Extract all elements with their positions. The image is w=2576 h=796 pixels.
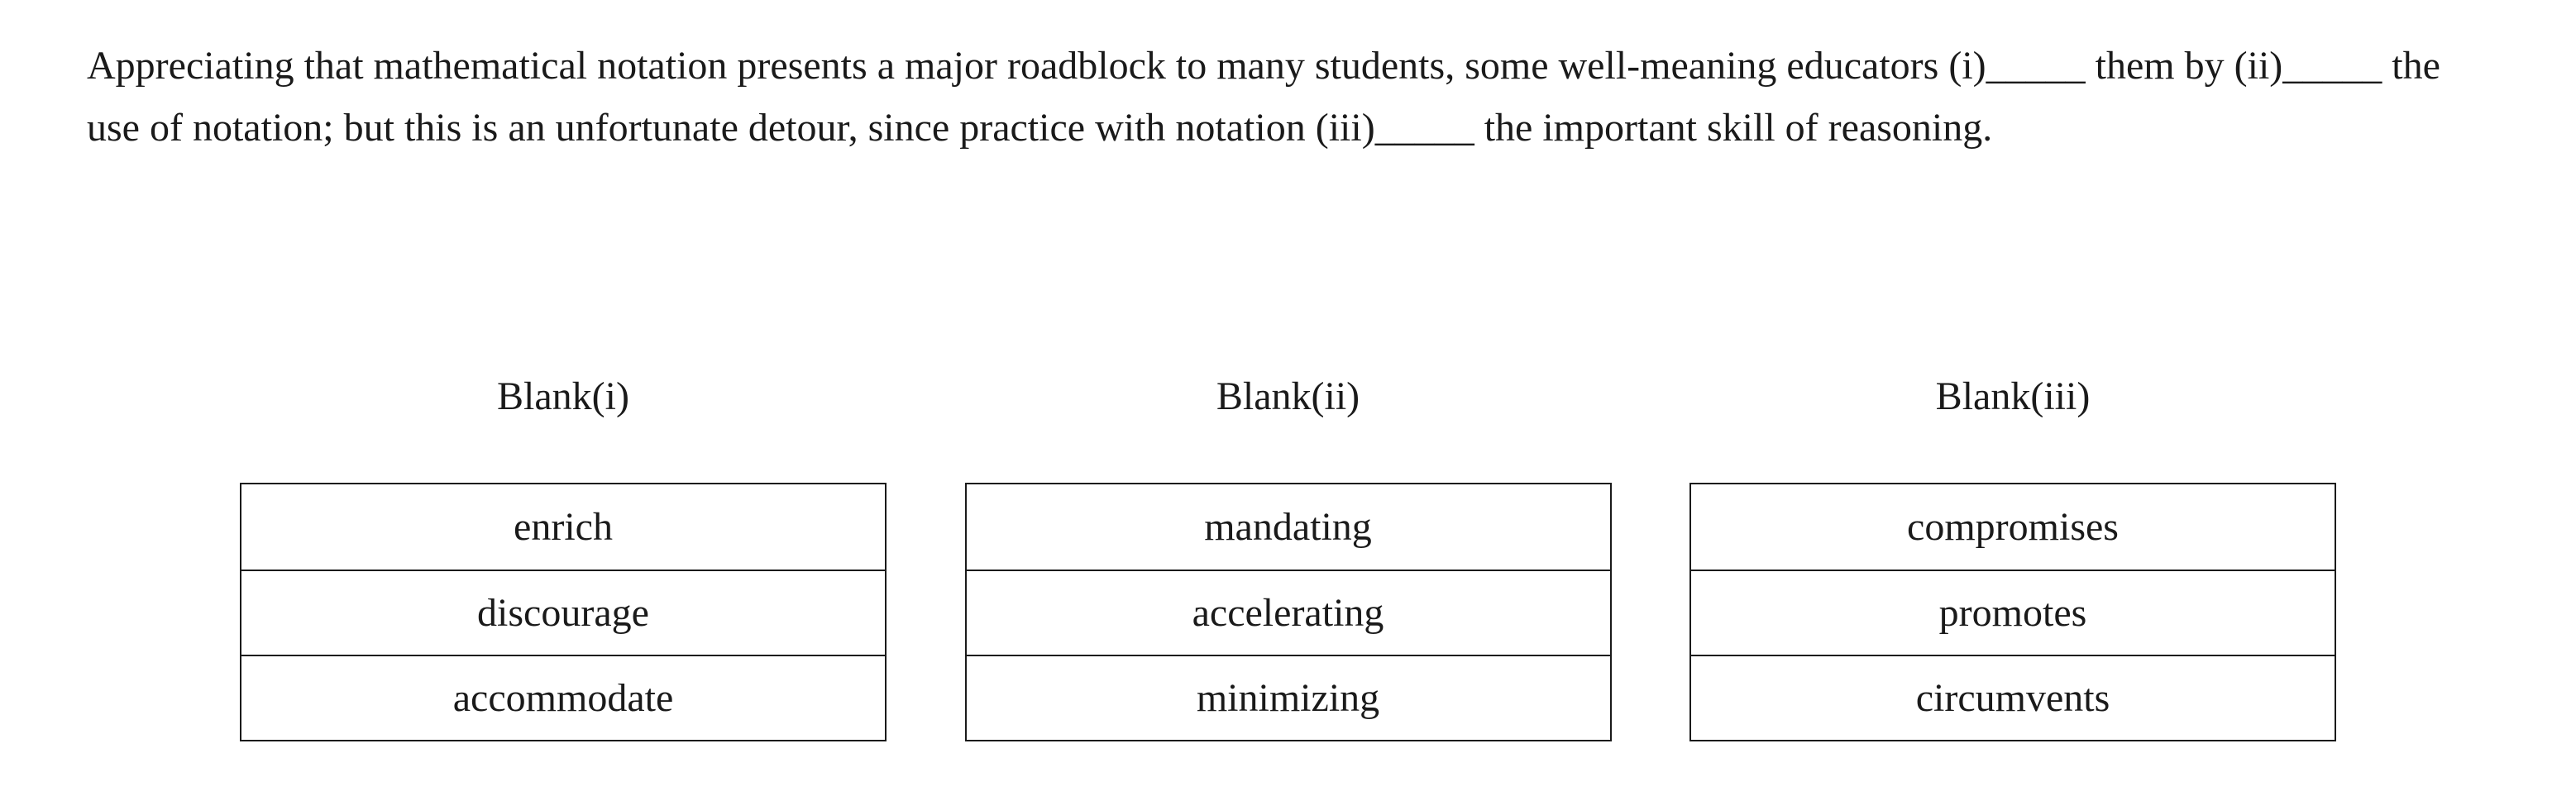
blank-i-option-2[interactable]: discourage: [241, 570, 885, 655]
blank-columns: Blank(i) enrich discourage accommodate B…: [240, 364, 2336, 741]
blank-i-header: Blank(i): [497, 374, 629, 418]
blank-iii-header: Blank(iii): [1935, 374, 2091, 418]
blank-i-column: Blank(i) enrich discourage accommodate: [240, 364, 887, 741]
blank-ii-header: Blank(ii): [1216, 374, 1360, 418]
blank-iii-column: Blank(iii) compromises promotes circumve…: [1689, 364, 2336, 741]
blank-iii-option-1[interactable]: compromises: [1907, 505, 2119, 549]
blank-iii-option-3[interactable]: circumvents: [1691, 655, 2335, 740]
blank-ii-options: mandating accelerating minimizing: [964, 483, 1612, 741]
blank-i-option-1[interactable]: enrich: [514, 505, 613, 549]
blank-iii-option-2[interactable]: promotes: [1691, 570, 2335, 655]
blank-ii-option-3[interactable]: minimizing: [966, 655, 1610, 740]
blank-ii-column: Blank(ii) mandating accelerating minimiz…: [964, 364, 1612, 741]
blank-ii-option-2[interactable]: accelerating: [966, 570, 1610, 655]
blank-i-option-3[interactable]: accommodate: [241, 655, 885, 740]
blank-ii-option-1[interactable]: mandating: [1204, 505, 1372, 549]
blank-iii-options: compromises promotes circumvents: [1689, 483, 2336, 741]
question-text: Appreciating that mathematical notation …: [87, 44, 2440, 150]
blank-i-options: enrich discourage accommodate: [240, 483, 887, 741]
